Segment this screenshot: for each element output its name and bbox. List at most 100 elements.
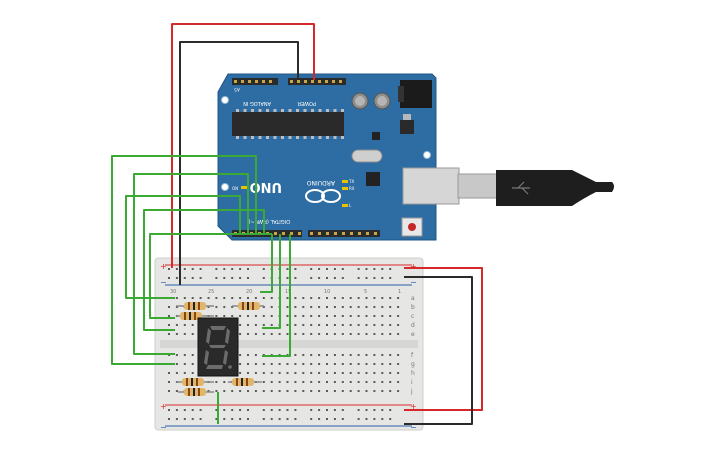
terminal-hole [294,315,297,317]
reset-button-cap[interactable] [408,223,416,231]
usb-b-port[interactable] [402,167,460,205]
terminal-hole [254,390,257,392]
terminal-hole [286,297,289,299]
terminal-hole [357,390,360,392]
terminal-hole [381,390,384,392]
terminal-hole [215,306,218,308]
terminal-hole [373,324,376,326]
rail-plus-label-bottom-right: + [410,402,417,411]
chip-pin [251,109,254,112]
terminal-hole [381,306,384,308]
resistor[interactable] [228,378,262,386]
rail-hole [294,277,297,279]
dc-power-jack[interactable] [400,80,432,108]
terminal-hole [310,297,313,299]
rail-hole [333,409,336,411]
rail-hole [239,409,242,411]
resistor[interactable] [176,378,214,386]
terminal-hole [341,324,344,326]
chip-pin [258,109,262,112]
analog-in-label: ANALOG IN [243,100,271,106]
terminal-hole [302,354,305,356]
chip-pin [266,136,269,139]
wire-signal-green-6[interactable] [260,234,273,293]
terminal-hole [397,381,400,383]
terminal-hole [278,372,281,374]
terminal-hole [168,372,170,374]
terminal-hole [310,354,313,356]
terminal-hole [333,381,336,383]
terminal-hole [397,354,400,356]
wire-signal-green-3[interactable] [125,195,241,299]
wire-signal-green-7[interactable] [262,234,281,329]
terminal-hole [357,324,360,326]
terminal-hole [270,363,273,365]
terminal-hole [270,333,273,335]
terminal-hole [239,390,242,392]
terminal-hole [262,381,265,383]
terminal-hole [168,381,170,383]
terminal-hole [397,315,400,317]
mount-hole [221,96,229,104]
rail-hole [341,277,344,279]
resistors[interactable] [176,302,264,396]
terminal-hole [381,297,384,299]
wire-5v-red[interactable] [171,23,315,268]
rail-hole [341,268,344,270]
crystal-oscillator [351,149,383,163]
chip-pin [288,136,292,139]
terminal-hole [357,363,360,365]
wire-rail-minus-right[interactable] [404,276,473,425]
terminal-hole [191,363,194,365]
terminal-hole [349,315,352,317]
resistor[interactable] [176,302,214,310]
arduino-uno-board[interactable]: A5 ANALOG IN POWER TX RX L ON [217,73,460,241]
terminal-hole [310,363,313,365]
wire-signal-green-2[interactable] [133,173,249,355]
rail-minus-label-right: − [410,278,417,287]
terminal-hole [310,324,313,326]
chip-pin [243,136,247,139]
usb-cable[interactable] [457,170,614,206]
terminal-hole [389,381,392,383]
rail-hole [270,409,273,411]
rail-hole [294,409,297,411]
seven-segment-display[interactable]: 8 [0,0,239,377]
terminal-hole [373,297,376,299]
terminal-hole [310,372,313,374]
terminal-hole [365,306,368,308]
terminal-hole [254,324,257,326]
infinity-logo-icon [305,189,341,203]
mount-hole [423,151,431,159]
rail-plus-label: + [160,262,167,271]
terminal-hole [341,381,344,383]
resistor[interactable] [178,388,214,396]
header-pin [311,80,314,83]
wire-signal-green-8[interactable] [262,234,291,357]
resistor[interactable] [176,312,214,320]
header-pin [318,80,321,83]
wire-signal-green-5[interactable] [149,233,272,319]
rail-hole [191,277,194,279]
jumper-wires[interactable] [111,23,483,425]
wire-signal-green-1[interactable] [111,155,257,365]
terminal-hole [341,354,344,356]
usb-ic [366,172,380,186]
terminal-hole [168,315,170,317]
col-number-30: 30 [170,289,176,295]
row-letter-g: g [411,361,415,368]
wire-signal-green-4[interactable] [143,209,265,331]
terminal-hole [397,333,400,335]
row-letter-d: d [411,322,415,329]
terminal-hole [318,324,321,326]
col-number-20: 20 [246,289,252,295]
terminal-hole [207,306,210,308]
header-pin [262,80,265,83]
wire-gnd-black[interactable] [179,41,299,285]
power-header[interactable] [288,78,346,85]
resistor[interactable] [232,302,264,310]
terminal-hole [262,333,265,335]
terminal-hole [365,324,368,326]
wire-rail-plus-right[interactable] [404,267,483,411]
